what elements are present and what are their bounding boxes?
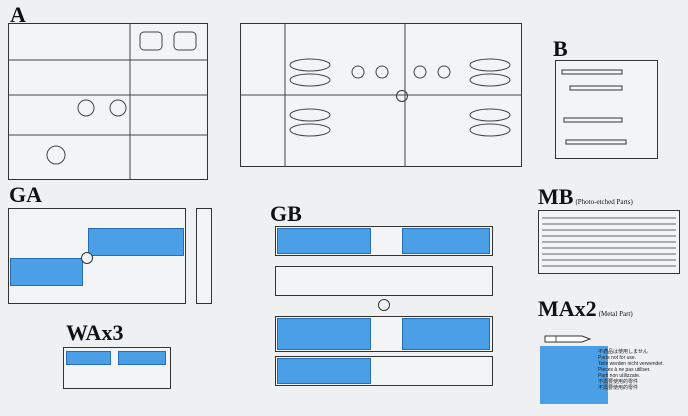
sprue-ga-label: GA [9, 182, 42, 207]
sprue-main-parts [240, 23, 522, 167]
sprue-ma-label: MAx2(Metal Part) [538, 298, 633, 320]
ga-unused-block-left [10, 258, 83, 286]
gb-unused-r3-right [402, 318, 490, 350]
wa-unused-right [118, 351, 166, 365]
ga-unused-block-top [88, 228, 184, 256]
gb-row-2 [275, 266, 493, 296]
legend-line: Pieces à ne pas utiliser. [598, 367, 651, 373]
sprue-b-frame [555, 60, 658, 159]
sprue-mb-title: MB [538, 184, 574, 209]
ga-gate-knot [81, 252, 93, 264]
wa-unused-left [66, 351, 111, 365]
legend-line: Teile werden nicht verwendet. [598, 361, 664, 367]
sprue-wa-label: WAx3 [66, 320, 124, 345]
legend-text: 不適品は使用しません Parts not for use. Teile werd… [598, 349, 664, 391]
sprue-ma-note: (Metal Part) [598, 310, 633, 318]
metal-shell-icon [544, 335, 592, 343]
legend-line: 不適品は使用しません [598, 349, 648, 355]
sprue-ga-frame [8, 208, 186, 304]
barrel-parts [561, 69, 627, 145]
sprue-gb-label: GB [270, 201, 302, 226]
gb-unused-r1-left [277, 228, 371, 254]
etch-strips [542, 217, 676, 267]
gb-unused-r4-left [277, 358, 371, 384]
gb-unused-r1-right [402, 228, 490, 254]
sprue-ga-side-rail [196, 208, 212, 304]
sprue-a-label: A [10, 2, 26, 27]
sprue-a-frame [8, 23, 208, 180]
sprue-a-parts [8, 23, 208, 180]
unused-parts-swatch [540, 346, 608, 404]
legend-line: 不需要使用的零件 [598, 385, 639, 391]
gb-gate-knot [378, 299, 390, 311]
legend-line: Parts not for use. [598, 355, 637, 361]
sprue-ma-title: MAx2 [538, 296, 597, 321]
legend-line: Parti non utilizzate. [598, 373, 641, 379]
legend-line: 不需要使用的零件 [598, 379, 639, 385]
sprue-b-label: B [553, 36, 568, 61]
sprue-mb-label: MB(Photo-etched Parts) [538, 186, 633, 208]
sprue-mb-note: (Photo-etched Parts) [575, 198, 633, 206]
gb-unused-r3-left [277, 318, 371, 350]
